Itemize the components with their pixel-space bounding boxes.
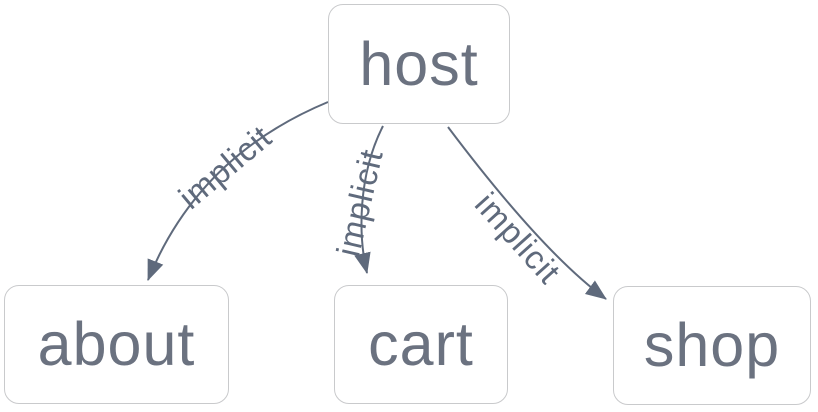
edge-host-cart [354, 125, 384, 275]
node-about-label: about [37, 310, 196, 378]
node-cart[interactable]: cart [334, 285, 508, 404]
node-shop-label: shop [643, 311, 781, 379]
edge-label-host-shop: implicit [468, 185, 568, 291]
edge-label-host-cart: implicit [329, 145, 390, 259]
edge-host-shop [447, 126, 607, 300]
node-host[interactable]: host [328, 4, 510, 124]
node-cart-label: cart [368, 310, 474, 378]
node-about[interactable]: about [4, 285, 229, 404]
node-host-label: host [359, 29, 479, 98]
edge-label-host-about: implicit [171, 118, 278, 216]
node-shop[interactable]: shop [613, 286, 811, 405]
edge-host-about [147, 101, 329, 281]
